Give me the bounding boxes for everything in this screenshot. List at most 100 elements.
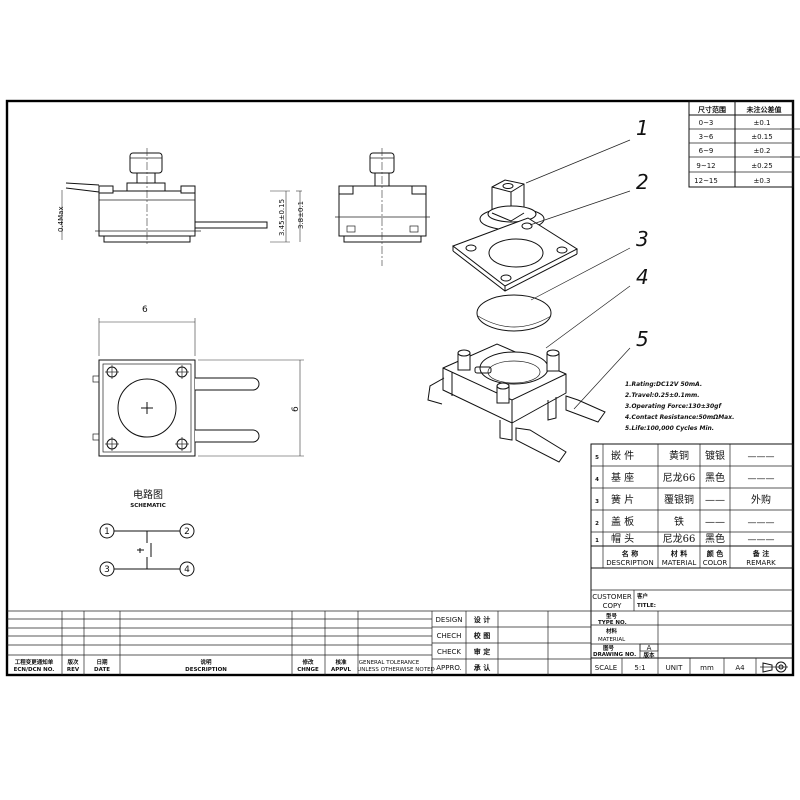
sign-label-en: APPRO. <box>436 664 462 672</box>
sign-label-cn: 校 图 <box>474 631 490 640</box>
rev-header-cn: 核准 <box>335 658 347 666</box>
bom-table: 5 嵌 件 黄铜 镀银 ——— 4 基 座 尼龙66 黑色 ——— 3 簧 片 … <box>590 443 794 569</box>
rev-header-en: CHNGE <box>297 667 319 673</box>
bom-material: 覆银铜 <box>664 493 694 506</box>
tol-value: ±0.1 <box>754 119 771 127</box>
tol-range: 9~12 <box>696 162 715 170</box>
bom-header-color-en: COLOR <box>703 559 728 567</box>
rev-header-en: REV <box>67 667 80 673</box>
dim-height-body: 3.8±0.1 <box>297 201 305 229</box>
schematic: 电路图 SCHEMATIC 1 2 3 4 <box>99 488 195 577</box>
bom-header-color-cn: 颜 色 <box>707 549 723 558</box>
revision-block: 工程变更通知单 ECN/DCN NO. 版次 REV 日期 DATE 说明 DE… <box>7 610 432 675</box>
rev-letter: A <box>647 644 652 652</box>
bom-material: 铁 <box>674 515 684 528</box>
bom-header-material-en: MATERIAL <box>662 559 697 567</box>
bom-material: 黄铜 <box>669 449 689 462</box>
pin-label: 2 <box>184 527 190 537</box>
title-en: TITLE: <box>637 603 656 609</box>
bom-header-name-cn: 名 称 <box>622 549 638 558</box>
tol-range: 12~15 <box>694 177 718 185</box>
spec-note: 3.Operating Force:130±30gf <box>625 403 722 410</box>
schematic-title-cn: 电路图 <box>133 488 163 501</box>
title-block: CUSTOMER COPY 客户 TITLE: 型号 TYPE NO. 材料 M… <box>590 568 793 675</box>
tol-value: ±0.15 <box>751 133 772 141</box>
dim-top-height: 6 <box>291 406 301 412</box>
bom-remark: 外购 <box>751 493 771 506</box>
top-view: 6 6 <box>92 305 304 457</box>
sign-label-en: CHECK <box>437 648 461 656</box>
bom-remark: ——— <box>748 518 775 528</box>
spec-note: 4.Contact Resistance:50mΩMax. <box>625 414 734 421</box>
rev-header-cn: 工程变更通知单 <box>15 658 54 666</box>
drawing-en: DRAWING NO. <box>593 652 636 658</box>
bom-header-name-en: DESCRIPTION <box>606 559 653 567</box>
bom-no: 5 <box>595 455 599 461</box>
callout-3: 3 <box>636 227 649 251</box>
rev-header-cn: 说明 <box>200 658 212 666</box>
bom-no: 1 <box>595 538 599 544</box>
tol-header-range: 尺寸范围 <box>697 105 726 114</box>
rev-header-cn: 版次 <box>66 658 79 666</box>
bom-material: 尼龙66 <box>663 532 696 545</box>
exploded-view: 1 2 3 4 5 1.Rating:DC12V 50mA. 2.Travel:… <box>427 116 734 463</box>
rev-header-cn: 日期 <box>96 658 108 666</box>
bom-name: 嵌 件 <box>611 450 634 462</box>
tolerance-table: 尺寸范围 未注公差值 0~3 ±0.1 3~6 ±0.15 6~9 ±0.2 9… <box>688 100 800 188</box>
bom-material: 尼龙66 <box>663 471 696 484</box>
drawing-frame <box>5 99 795 677</box>
sign-block: DESIGN 设 计 CHECH 校 图 CHECK 审 定 APPRO. 承 … <box>357 610 591 675</box>
pin-label: 1 <box>104 527 110 537</box>
spec-note: 5.Life:100,000 Cycles Min. <box>625 425 714 432</box>
customer-cn: 客户 <box>636 592 648 600</box>
dim-side-height: 0.4Max <box>57 206 65 232</box>
tol-range: 6~9 <box>699 147 714 155</box>
type-en: TYPE NO. <box>598 620 627 626</box>
copy-label: COPY <box>603 602 622 610</box>
type-cn: 型号 <box>606 612 618 620</box>
spec-note: 2.Travel:0.25±0.1mm. <box>625 392 700 399</box>
front-view: 0.4Max 3.45±0.15 3.8±0.1 <box>57 148 305 246</box>
pin-label: 3 <box>104 565 110 575</box>
bom-color: —— <box>705 495 725 506</box>
material-cn: 材料 <box>606 627 618 635</box>
pin-label: 4 <box>184 565 190 575</box>
bom-name: 帽 头 <box>611 532 634 545</box>
rev-header-en: DESCRIPTION <box>185 667 227 673</box>
bom-header-remark-en: REMARK <box>746 559 776 567</box>
rev-header-cn: 修改 <box>301 658 314 666</box>
general-tolerance: GENERAL TOLERANCE <box>359 660 420 666</box>
callout-2: 2 <box>636 170 649 194</box>
bom-color: 黑色 <box>705 532 725 545</box>
sign-label-cn: 承 认 <box>474 663 491 672</box>
tol-header-value: 未注公差值 <box>747 105 782 114</box>
dim-height-total: 3.45±0.15 <box>278 199 286 236</box>
bom-name: 基 座 <box>611 471 634 484</box>
tol-value: ±0.2 <box>754 147 771 155</box>
side-view <box>335 148 430 266</box>
schematic-title-en: SCHEMATIC <box>130 503 166 509</box>
bom-remark: ——— <box>748 474 775 484</box>
bom-name: 簧 片 <box>611 493 634 506</box>
unit-value: mm <box>700 664 714 672</box>
rev-header-en: APPVL <box>331 667 352 673</box>
callout-4: 4 <box>636 265 649 289</box>
bom-name: 盖 板 <box>611 515 634 528</box>
paper-size: A4 <box>735 664 745 672</box>
bom-no: 2 <box>595 521 599 527</box>
tol-value: ±0.25 <box>751 162 772 170</box>
spec-note: 1.Rating:DC12V 50mA. <box>625 381 702 388</box>
bom-no: 4 <box>595 477 599 483</box>
bom-color: 镀银 <box>705 449 725 462</box>
callout-5: 5 <box>636 327 649 351</box>
callout-1: 1 <box>636 116 649 140</box>
tol-range: 3~6 <box>699 133 714 141</box>
tol-range: 0~3 <box>699 119 714 127</box>
bom-header-material-cn: 材 料 <box>670 549 687 558</box>
unless-noted: UNLESS OTHERWISE NOTED <box>357 667 435 673</box>
drawing-cn: 图号 <box>603 644 615 652</box>
projection-icon <box>760 661 788 673</box>
rev-cn: 版本 <box>642 651 655 659</box>
rev-header-en: ECN/DCN NO. <box>14 667 55 673</box>
